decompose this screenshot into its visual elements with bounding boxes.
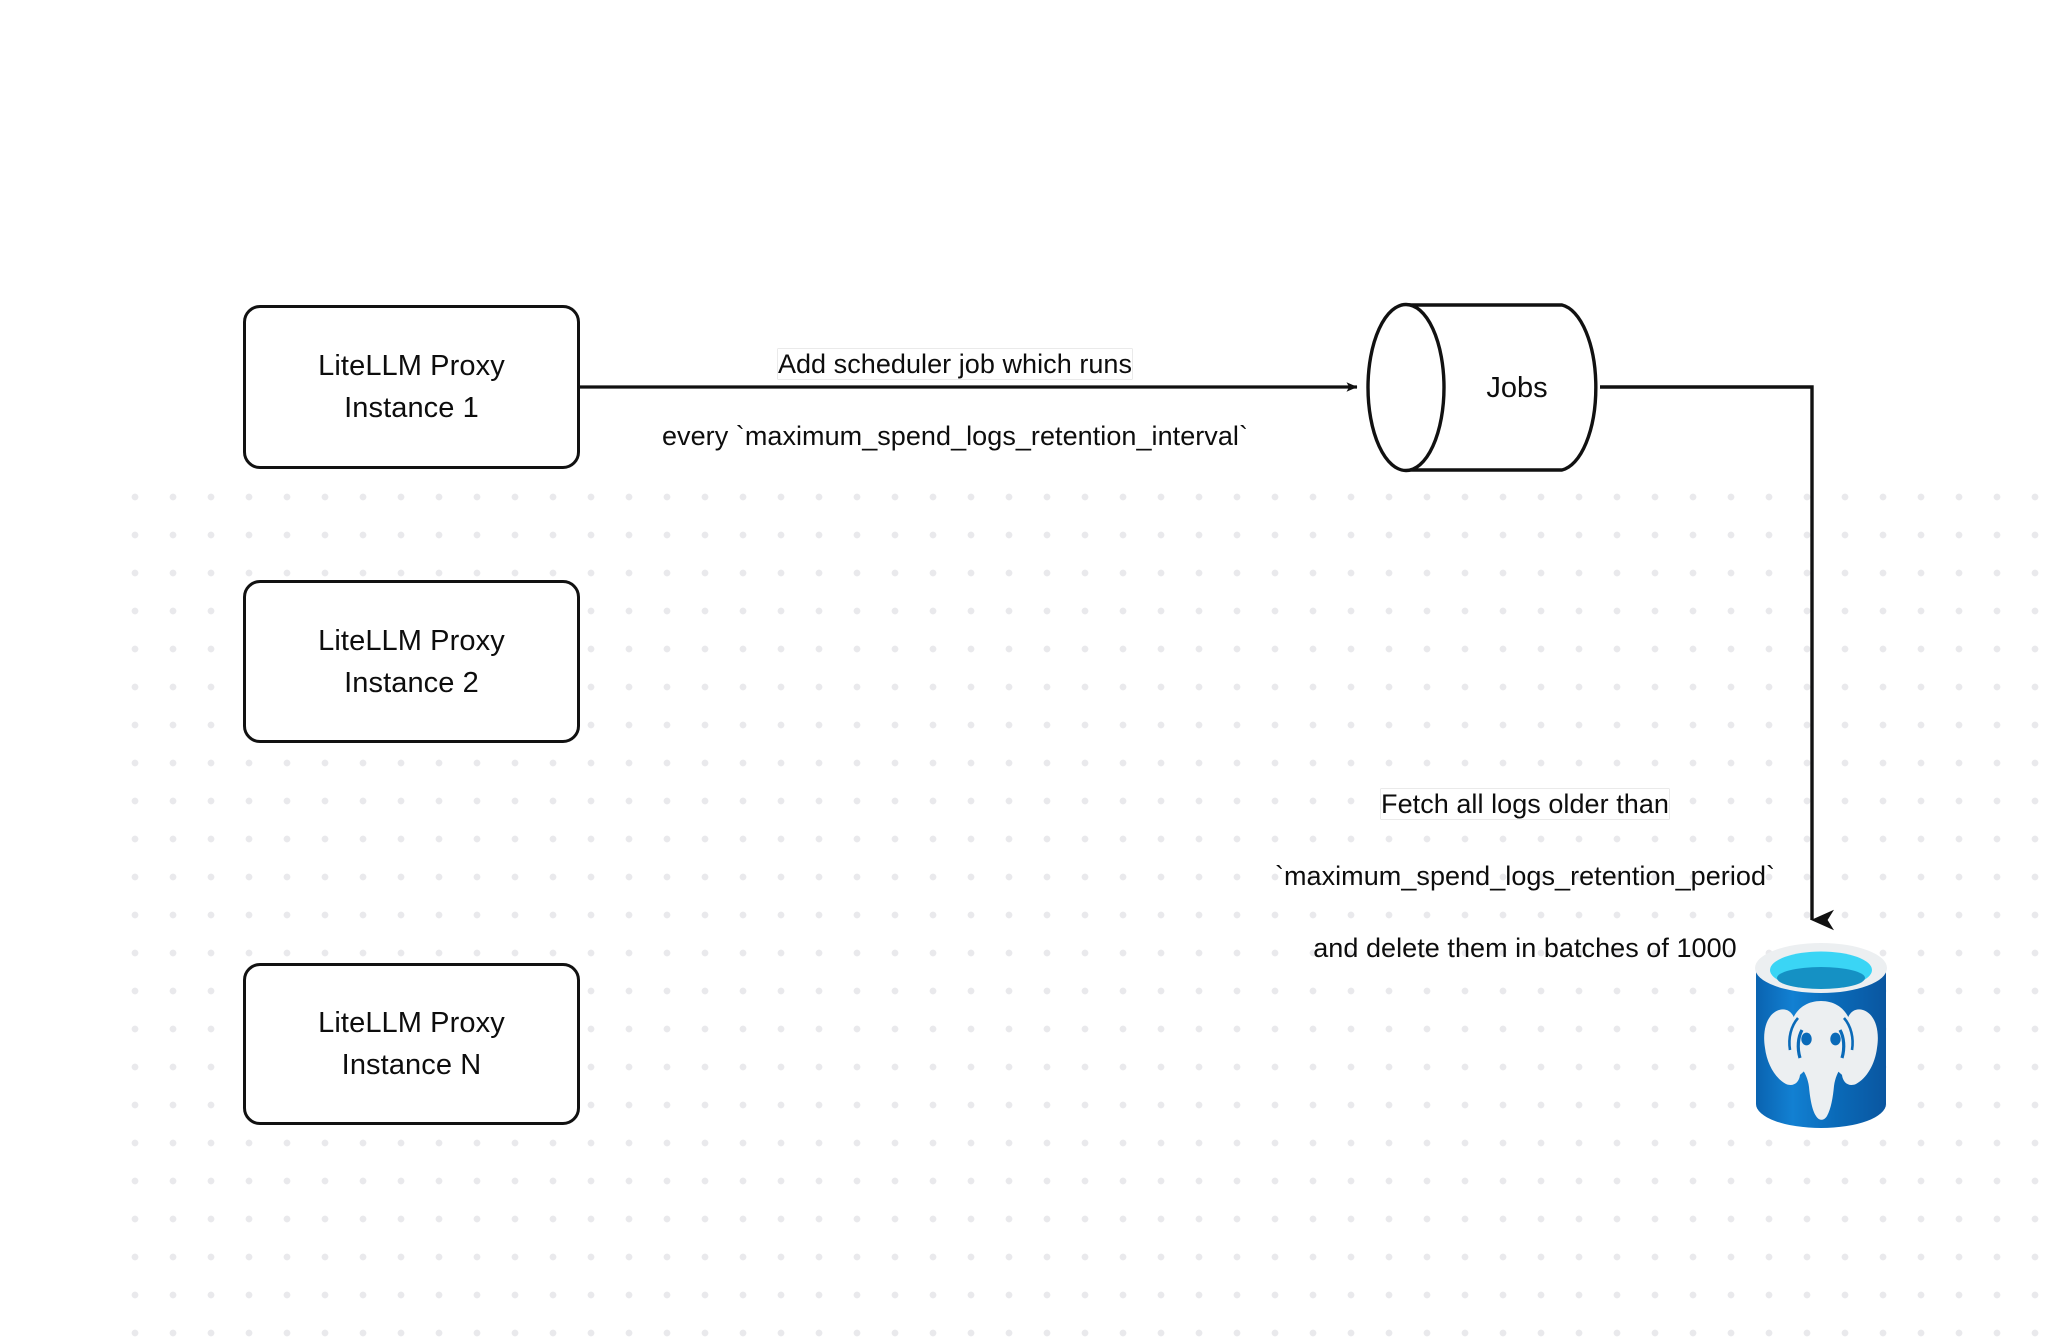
- edge-delete-path: [1600, 385, 1834, 931]
- node-proxy-instance-n-label: LiteLLM Proxy Instance N: [318, 1007, 505, 1081]
- postgresql-elephant-icon: [1755, 943, 1887, 1128]
- node-proxy-instance-2-label: LiteLLM Proxy Instance 2: [318, 624, 505, 699]
- edge-scheduler-label: Add scheduler job which runs every `maxi…: [610, 310, 1300, 490]
- node-proxy-instance-n[interactable]: LiteLLM Proxy Instance N: [243, 963, 580, 1125]
- jobs-cylinder-shape: [1366, 302, 1598, 473]
- edge-delete-label-line1: Fetch all logs older than: [1381, 789, 1669, 819]
- edge-delete-label-line2: `maximum_spend_logs_retention_period`: [1274, 861, 1776, 891]
- edge-scheduler-label-line2: every `maximum_spend_logs_retention_inte…: [661, 421, 1249, 451]
- edge-scheduler-label-line1: Add scheduler job which runs: [777, 349, 1133, 379]
- node-proxy-instance-2[interactable]: LiteLLM Proxy Instance 2: [243, 580, 580, 743]
- jobs-cylinder-label: Jobs: [1486, 372, 1548, 404]
- edge-delete-label: Fetch all logs older than `maximum_spend…: [1240, 750, 1810, 1002]
- node-proxy-instance-1[interactable]: LiteLLM Proxy Instance 1: [243, 305, 580, 469]
- edge-delete-label-line3: and delete them in batches of 1000: [1313, 933, 1737, 963]
- node-proxy-instance-1-label: LiteLLM Proxy Instance 1: [318, 350, 505, 424]
